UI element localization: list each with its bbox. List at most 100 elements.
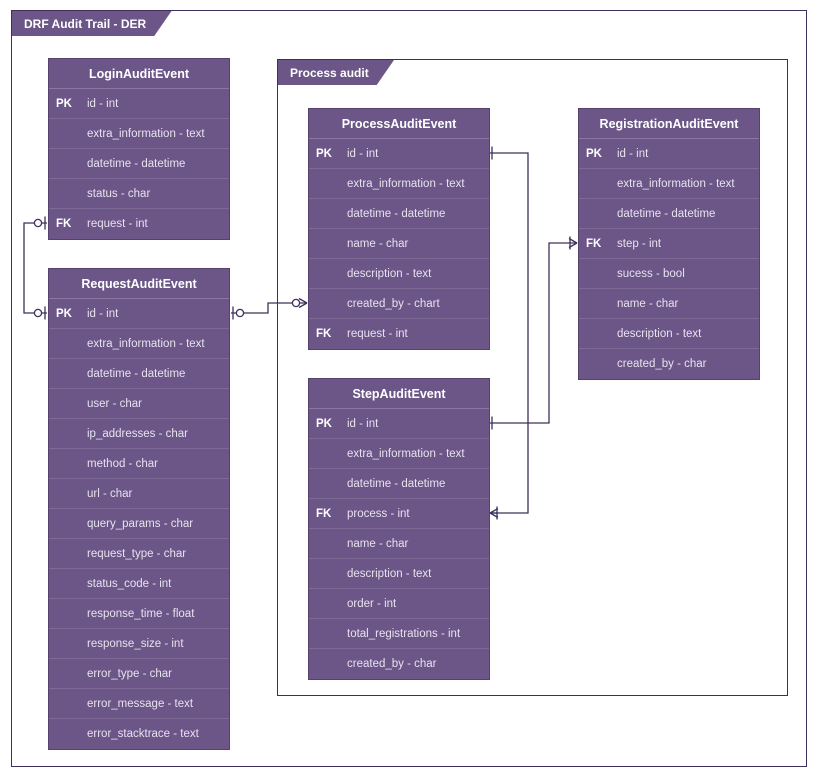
row-field: description - text: [347, 268, 432, 280]
row-key: PK: [56, 308, 72, 320]
entity-row[interactable]: name - char: [579, 289, 759, 319]
row-field: datetime - datetime: [87, 158, 186, 170]
entity-row[interactable]: description - text: [579, 319, 759, 349]
row-field: sucess - bool: [617, 268, 685, 280]
row-field: error_message - text: [87, 698, 194, 710]
row-field: description - text: [347, 568, 432, 580]
row-field: method - char: [87, 458, 158, 470]
entity-row[interactable]: datetime - datetime: [49, 149, 229, 179]
entity-title: ProcessAuditEvent: [309, 109, 489, 139]
row-field: request - int: [87, 218, 148, 230]
row-field: extra_information - text: [347, 448, 465, 460]
entity-row[interactable]: datetime - datetime: [309, 199, 489, 229]
row-field: status_code - int: [87, 578, 172, 590]
entity-row[interactable]: url - char: [49, 479, 229, 509]
entity-row[interactable]: datetime - datetime: [49, 359, 229, 389]
row-key: FK: [316, 328, 332, 340]
entity-row[interactable]: order - int: [309, 589, 489, 619]
row-field: ip_addresses - char: [87, 428, 188, 440]
row-field: datetime - datetime: [617, 208, 716, 220]
row-field: extra_information - text: [87, 128, 205, 140]
row-key: FK: [316, 508, 332, 520]
entity-row[interactable]: FK process - int: [309, 499, 489, 529]
diagram-title-tab: DRF Audit Trail - DER: [11, 10, 172, 36]
entity-row[interactable]: method - char: [49, 449, 229, 479]
row-field: request_type - char: [87, 548, 187, 560]
entity-row[interactable]: extra_information - text: [49, 329, 229, 359]
entity-row[interactable]: status - char: [49, 179, 229, 209]
entity-row[interactable]: name - char: [309, 529, 489, 559]
entity-process-audit-event[interactable]: ProcessAuditEvent PK id - int extra_info…: [308, 108, 490, 350]
row-field: id - int: [87, 308, 119, 320]
entity-row[interactable]: request_type - char: [49, 539, 229, 569]
entity-row[interactable]: response_time - float: [49, 599, 229, 629]
entity-login-audit-event[interactable]: LoginAuditEvent PK id - int extra_inform…: [48, 58, 230, 240]
entity-row[interactable]: created_by - char: [309, 649, 489, 679]
entity-row[interactable]: extra_information - text: [309, 169, 489, 199]
entity-row[interactable]: error_type - char: [49, 659, 229, 689]
row-field: extra_information - text: [347, 178, 465, 190]
entity-row[interactable]: name - char: [309, 229, 489, 259]
entity-request-audit-event[interactable]: RequestAuditEvent PK id - int extra_info…: [48, 268, 230, 750]
row-field: response_time - float: [87, 608, 195, 620]
entity-row[interactable]: total_registrations - int: [309, 619, 489, 649]
row-field: request - int: [347, 328, 408, 340]
row-field: created_by - chart: [347, 298, 440, 310]
row-field: error_stacktrace - text: [87, 728, 199, 740]
row-field: datetime - datetime: [347, 208, 446, 220]
entity-row[interactable]: FK request - int: [49, 209, 229, 239]
entity-row[interactable]: error_stacktrace - text: [49, 719, 229, 749]
entity-row[interactable]: PK id - int: [579, 139, 759, 169]
entity-step-audit-event[interactable]: StepAuditEvent PK id - int extra_informa…: [308, 378, 490, 680]
entity-row[interactable]: error_message - text: [49, 689, 229, 719]
entity-row[interactable]: datetime - datetime: [579, 199, 759, 229]
entity-row[interactable]: extra_information - text: [579, 169, 759, 199]
entity-row[interactable]: created_by - char: [579, 349, 759, 379]
entity-title: StepAuditEvent: [309, 379, 489, 409]
entity-row[interactable]: PK id - int: [49, 89, 229, 119]
row-field: url - char: [87, 488, 133, 500]
row-key: FK: [586, 238, 602, 250]
entity-row[interactable]: query_params - char: [49, 509, 229, 539]
entity-row[interactable]: extra_information - text: [309, 439, 489, 469]
row-field: extra_information - text: [87, 338, 205, 350]
entity-row[interactable]: description - text: [309, 259, 489, 289]
row-key: FK: [56, 218, 72, 230]
entity-row[interactable]: created_by - chart: [309, 289, 489, 319]
row-field: created_by - char: [617, 358, 707, 370]
row-field: extra_information - text: [617, 178, 735, 190]
entity-title: LoginAuditEvent: [49, 59, 229, 89]
entity-row[interactable]: description - text: [309, 559, 489, 589]
row-field: datetime - datetime: [347, 478, 446, 490]
row-field: id - int: [347, 148, 379, 160]
row-key: PK: [316, 418, 332, 430]
row-field: response_size - int: [87, 638, 184, 650]
entity-registration-audit-event[interactable]: RegistrationAuditEvent PK id - int extra…: [578, 108, 760, 380]
entity-row[interactable]: extra_information - text: [49, 119, 229, 149]
entity-row[interactable]: user - char: [49, 389, 229, 419]
entity-row[interactable]: FK request - int: [309, 319, 489, 349]
entity-row[interactable]: datetime - datetime: [309, 469, 489, 499]
entity-row[interactable]: PK id - int: [49, 299, 229, 329]
row-field: datetime - datetime: [87, 368, 186, 380]
entity-row[interactable]: PK id - int: [309, 409, 489, 439]
process-audit-title-tab: Process audit: [277, 59, 395, 85]
row-field: status - char: [87, 188, 151, 200]
entity-row[interactable]: ip_addresses - char: [49, 419, 229, 449]
row-field: description - text: [617, 328, 702, 340]
row-field: process - int: [347, 508, 410, 520]
row-field: user - char: [87, 398, 142, 410]
entity-title: RegistrationAuditEvent: [579, 109, 759, 139]
entity-row[interactable]: status_code - int: [49, 569, 229, 599]
row-field: step - int: [617, 238, 662, 250]
process-audit-container: [277, 59, 788, 696]
row-field: error_type - char: [87, 668, 173, 680]
entity-row[interactable]: response_size - int: [49, 629, 229, 659]
entity-row[interactable]: PK id - int: [309, 139, 489, 169]
row-field: query_params - char: [87, 518, 194, 530]
entity-row[interactable]: sucess - bool: [579, 259, 759, 289]
row-field: name - char: [347, 238, 409, 250]
row-field: name - char: [617, 298, 679, 310]
entity-row[interactable]: FK step - int: [579, 229, 759, 259]
